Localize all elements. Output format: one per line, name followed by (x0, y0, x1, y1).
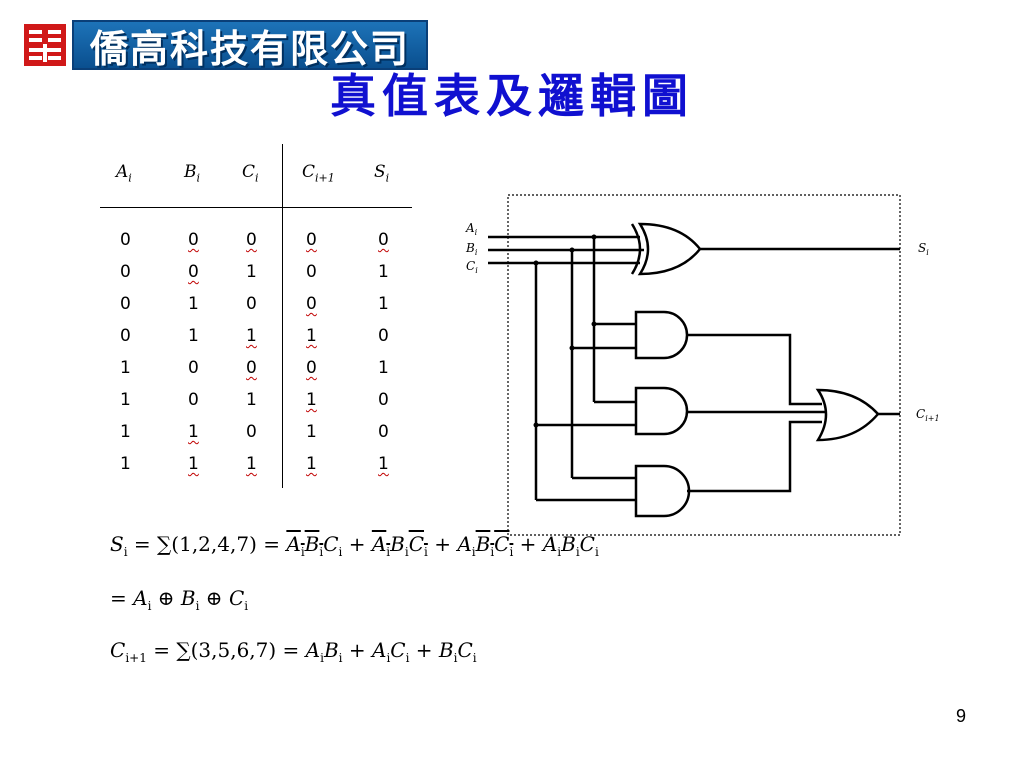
table-cell: 1 (306, 326, 317, 346)
table-cell: 0 (188, 262, 199, 282)
table-cell: 1 (378, 294, 389, 314)
table-cell: 0 (378, 390, 389, 410)
table-cell: 0 (378, 326, 389, 346)
table-cell: 1 (306, 390, 317, 410)
table-cell: 0 (246, 294, 257, 314)
full-adder-circuit: Ai Bi Ci Si Ci+1 (465, 194, 940, 536)
logo-text: 僑高科技有限公司 (89, 26, 410, 71)
output-label-carry: Ci+1 (916, 407, 940, 423)
table-cell: 1 (378, 262, 389, 282)
table-cell: 1 (120, 422, 131, 442)
table-cell: 0 (306, 262, 317, 282)
table-cell: 1 (188, 326, 199, 346)
equation-carry: Ci+1 = ∑(3,5,6,7) = AiBi + AiCi + BiCi (110, 638, 477, 665)
table-cell: 1 (246, 262, 257, 282)
table-cell: 0 (306, 230, 317, 250)
table-header-cell: Bi (184, 162, 201, 185)
table-cell: 0 (306, 294, 317, 314)
table-cell: 1 (188, 294, 199, 314)
table-cell: 0 (188, 358, 199, 378)
table-divider (282, 144, 283, 488)
table-cell: 0 (120, 294, 131, 314)
table-cell: 0 (120, 230, 131, 250)
table-cell: 0 (188, 230, 199, 250)
table-cell: 1 (120, 358, 131, 378)
slide-title: 真值表及邏輯圖 (330, 69, 694, 123)
and-gate-3 (634, 464, 691, 518)
and-gate-2 (634, 386, 689, 436)
truth-table: Ai Bi Ci Ci+1 Si 0 0 0 0 0 0 0 1 0 1 0 1 0 0 1 0 1 1 1 0 1 0 0 0 1 1 0 1… (96, 140, 416, 490)
logo-mark-icon (24, 24, 66, 66)
circuit-boundary (507, 194, 901, 536)
table-cell: 1 (188, 454, 199, 474)
table-cell: 0 (188, 390, 199, 410)
table-cell: 1 (188, 422, 199, 442)
table-cell: 1 (306, 422, 317, 442)
and-gate-1 (634, 310, 689, 360)
company-logo: 僑高科技有限公司 (24, 20, 430, 71)
table-cell: 0 (246, 422, 257, 442)
table-cell: 0 (306, 358, 317, 378)
table-cell: 0 (246, 230, 257, 250)
table-header-cell: Ci (242, 162, 259, 185)
table-cell: 1 (378, 454, 389, 474)
table-cell: 1 (378, 358, 389, 378)
equation-xor: = Ai ⊕ Bi ⊕ Ci (110, 586, 249, 613)
logo-banner: 僑高科技有限公司 (72, 20, 428, 71)
table-cell: 0 (378, 230, 389, 250)
table-header-cell: Si (374, 162, 390, 185)
equation-sum: Si = ∑(1,2,4,7) = AiBiCi + AiBiCi + AiBi… (110, 532, 599, 559)
table-cell: 0 (246, 358, 257, 378)
table-cell: 1 (246, 390, 257, 410)
table-cell: 0 (378, 422, 389, 442)
xor-gate (630, 223, 642, 275)
table-cell: 1 (120, 454, 131, 474)
table-cell: 0 (120, 326, 131, 346)
table-cell: 1 (306, 454, 317, 474)
input-label-b: Bi (465, 241, 478, 257)
table-cell: 1 (246, 326, 257, 346)
table-cell: 0 (120, 262, 131, 282)
table-header-cell: Ai (116, 162, 132, 185)
or-gate (815, 388, 880, 442)
input-label-c: Ci (466, 259, 478, 275)
table-header-cell: Ci+1 (302, 162, 335, 185)
page-number: 9 (955, 706, 966, 726)
output-label-sum: Si (918, 241, 929, 257)
table-header-rule (100, 207, 412, 208)
table-cell: 1 (120, 390, 131, 410)
input-label-a: Ai (465, 221, 478, 237)
table-cell: 1 (246, 454, 257, 474)
